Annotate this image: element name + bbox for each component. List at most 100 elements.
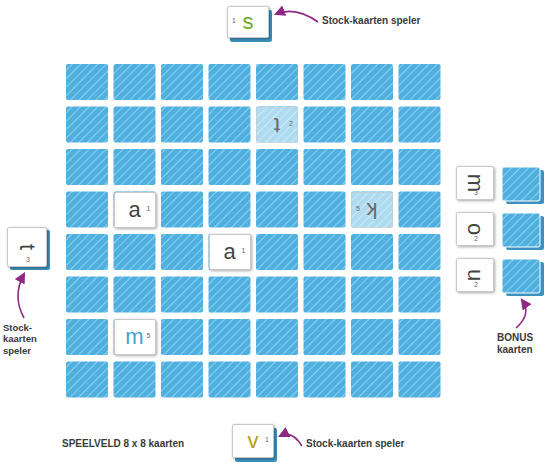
- face-down-card: [351, 277, 393, 313]
- face-down-card: [351, 192, 393, 228]
- letter-card: t3: [7, 227, 47, 267]
- face-down-card: [304, 319, 346, 355]
- letter-card: v1: [232, 424, 274, 458]
- face-down-card: [209, 234, 251, 270]
- face-down-card: [399, 192, 441, 228]
- letter-value: 5: [356, 205, 360, 212]
- letter-card: s1: [227, 6, 269, 38]
- card-grid: [66, 64, 441, 398]
- face-down-card: [304, 107, 346, 143]
- letter-value: 1: [265, 436, 269, 443]
- face-down-card: [66, 234, 108, 270]
- face-down-card: [161, 107, 203, 143]
- face-down-card: [399, 277, 441, 313]
- callout-label: Stock-kaarten speler: [306, 438, 404, 450]
- letter-value: 5: [147, 332, 151, 339]
- face-down-card: [209, 64, 251, 100]
- face-down-card: [66, 277, 108, 313]
- letter-value: 2: [474, 235, 478, 242]
- face-down-card: [304, 149, 346, 185]
- face-down-card: [161, 64, 203, 100]
- face-down-card: [114, 192, 156, 228]
- face-down-card: [209, 277, 251, 313]
- callout-label: Stock-kaarten speler: [322, 15, 420, 27]
- face-down-card: [256, 64, 298, 100]
- leader-arrow: [18, 274, 24, 318]
- face-down-card: [114, 149, 156, 185]
- letter-card: a1: [114, 192, 156, 228]
- face-down-card: [161, 192, 203, 228]
- face-down-card: [351, 362, 393, 398]
- face-down-card: [114, 234, 156, 270]
- stack-card: [502, 167, 540, 201]
- letter-value: 1: [232, 17, 236, 24]
- face-down-card: [209, 149, 251, 185]
- stack-card: [502, 259, 540, 293]
- face-down-card: [351, 64, 393, 100]
- face-down-card: [256, 234, 298, 270]
- face-down-card: [256, 319, 298, 355]
- leader-arrows: [18, 11, 526, 446]
- face-down-card: [114, 64, 156, 100]
- callout-label: Stock-kaarten speler: [3, 322, 65, 356]
- letter-card: a1: [209, 234, 251, 270]
- face-down-card: [256, 149, 298, 185]
- face-down-card: [66, 107, 108, 143]
- face-down-card: [351, 319, 393, 355]
- stack-card: [502, 213, 540, 247]
- letter-value: 2: [289, 120, 293, 127]
- leader-arrow: [516, 300, 526, 328]
- letter-card: k5: [351, 192, 393, 228]
- face-down-card: [161, 234, 203, 270]
- face-down-card: [399, 319, 441, 355]
- letter-card: u2: [456, 258, 494, 292]
- face-down-card: [256, 107, 298, 143]
- board-caption: SPEELVELD 8 x 8 kaarten: [62, 438, 184, 450]
- face-down-card: [304, 64, 346, 100]
- face-down-card: [209, 319, 251, 355]
- face-down-card: [256, 277, 298, 313]
- letter-card: t2: [256, 107, 298, 143]
- face-down-card: [114, 362, 156, 398]
- face-down-card: [209, 362, 251, 398]
- letter-value: 2: [474, 281, 478, 288]
- face-down-card: [351, 149, 393, 185]
- face-down-card: [304, 362, 346, 398]
- bonus-stacks: [10, 10, 544, 462]
- face-down-card: [66, 192, 108, 228]
- face-down-card: [304, 192, 346, 228]
- face-down-card: [304, 234, 346, 270]
- letter-value: 3: [26, 256, 30, 263]
- face-down-card: [256, 192, 298, 228]
- face-down-card: [399, 107, 441, 143]
- face-down-card: [161, 362, 203, 398]
- face-down-card: [114, 319, 156, 355]
- letter-card: o2: [456, 212, 494, 246]
- face-down-card: [66, 149, 108, 185]
- face-down-card: [399, 149, 441, 185]
- face-down-card: [161, 149, 203, 185]
- letter-card: m5: [114, 319, 156, 355]
- face-down-card: [351, 234, 393, 270]
- face-down-card: [304, 277, 346, 313]
- face-down-card: [161, 277, 203, 313]
- letter-card: m3: [456, 166, 494, 200]
- face-down-card: [66, 64, 108, 100]
- letter-value: 1: [242, 247, 246, 254]
- face-down-card: [161, 319, 203, 355]
- face-down-card: [351, 107, 393, 143]
- letter-value: 1: [147, 205, 151, 212]
- face-down-card: [114, 107, 156, 143]
- leader-arrow: [276, 11, 318, 22]
- callout-label: BONUS kaarten: [497, 332, 547, 356]
- face-down-card: [209, 192, 251, 228]
- leader-arrow: [280, 434, 302, 446]
- face-down-card: [399, 64, 441, 100]
- face-down-card: [399, 362, 441, 398]
- face-down-card: [209, 107, 251, 143]
- letter-value: 3: [474, 189, 478, 196]
- face-down-card: [66, 319, 108, 355]
- face-down-card: [399, 234, 441, 270]
- face-down-card: [66, 362, 108, 398]
